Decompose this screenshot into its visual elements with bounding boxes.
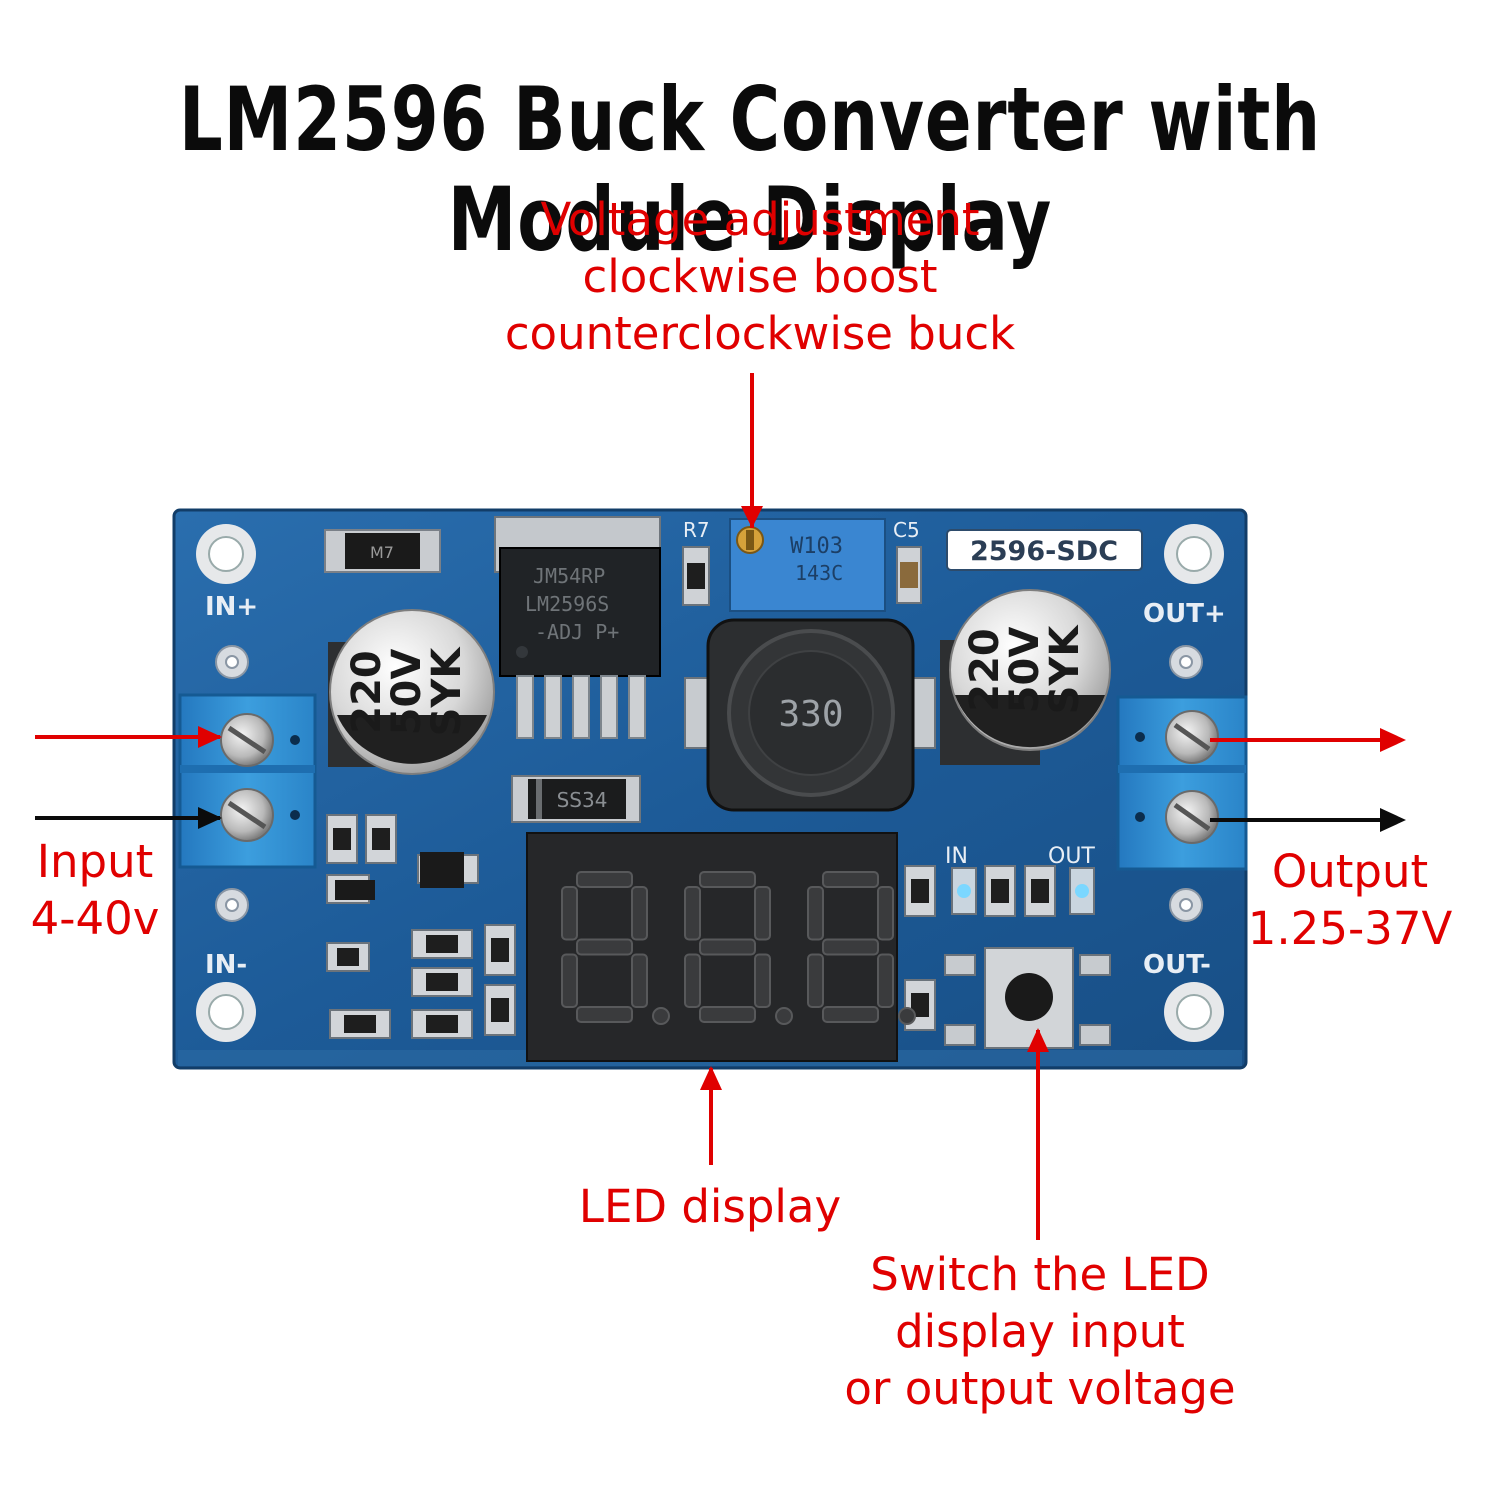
cap-right-line-1: 220 [962, 628, 1008, 712]
model-label-text: 2596-SDC [970, 536, 1118, 567]
switch-label: Switch the LED display input or output v… [820, 1246, 1260, 1417]
pin-out-plus-label: OUT+ [1143, 599, 1226, 629]
capacitor-left: 220 50V SYK [328, 609, 495, 775]
switch-label-line-3: or output voltage [844, 1362, 1236, 1415]
status-leds: IN OUT [945, 844, 1095, 915]
r7-label: R7 [683, 518, 710, 542]
pot-label-1: W103 [790, 534, 843, 559]
digit-1-segment-1 [576, 871, 633, 888]
ic-label-line-2: LM2596S [525, 592, 609, 616]
diode-label: SS34 [557, 788, 608, 812]
digit-3-segment-6 [807, 886, 824, 941]
cap-left-line-3: SYK [424, 646, 470, 737]
inductor-label: 330 [778, 694, 843, 735]
digit-1-segment-7 [576, 938, 633, 956]
digit-3-segment-7 [822, 938, 879, 956]
top-diode: M7 [324, 529, 441, 573]
digit-3-segment-2 [877, 886, 894, 941]
adjust-label: Voltage adjustment clockwise boost count… [460, 191, 1060, 362]
mode-switch-button[interactable] [1005, 973, 1053, 1021]
cap-left-line-1: 220 [344, 650, 390, 734]
c5-label: C5 [893, 518, 920, 542]
input-label-line-1: Input [36, 835, 154, 888]
cap-left-line-2: 50V [384, 649, 430, 736]
digit-1-segment-5 [561, 953, 578, 1008]
pin-in-minus-label: IN- [205, 950, 247, 980]
digit-1-segment-6 [561, 886, 578, 941]
input-terminal [178, 693, 317, 869]
smd-resistor-r7: R7 [682, 518, 710, 606]
pot-label-2: 143C [795, 561, 843, 585]
mounting-hole-bottom-right [1164, 982, 1224, 1042]
digit-3-segment-5 [807, 953, 824, 1008]
digit-3-segment-4 [822, 1006, 879, 1023]
digit-2-segment-4 [699, 1006, 756, 1023]
led-out-label: OUT [1048, 844, 1095, 869]
input-label: Input 4-40v [20, 833, 170, 947]
lm2596-ic: JM54RP LM2596S -ADJ P+ [494, 516, 661, 739]
adjust-label-line-1: Voltage adjustment [540, 193, 980, 246]
digit-1-segment-3 [631, 953, 648, 1008]
top-diode-label: M7 [370, 543, 394, 562]
led-display-digits [561, 871, 916, 1025]
pin-out-minus-label: OUT- [1143, 950, 1211, 980]
mounting-hole-top-right [1164, 524, 1224, 584]
model-label: 2596-SDC [946, 529, 1143, 571]
digit-2-segment-5 [684, 953, 701, 1008]
output-label-line-2: 1.25-37V [1247, 902, 1453, 955]
input-label-line-2: 4-40v [30, 892, 160, 945]
digit-2-segment-3 [754, 953, 771, 1008]
inductor: 330 [684, 618, 936, 812]
digit-2-segment-6 [684, 886, 701, 941]
page-title: LM2596 Buck Converter with Module Displa… [178, 68, 1322, 271]
output-terminal [1116, 695, 1248, 871]
output-label-line-1: Output [1271, 845, 1429, 898]
digit-3-segment-1 [822, 871, 879, 888]
ic-label-line-1: JM54RP [533, 564, 605, 588]
led-display-label: LED display [578, 1180, 842, 1233]
ic-label-line-3: -ADJ P+ [535, 620, 619, 644]
arrows [35, 373, 1406, 1240]
digit-3-segment-3 [877, 953, 894, 1008]
switch-label-line-2: display input [895, 1305, 1185, 1358]
smd-capacitor-c5: C5 [893, 518, 922, 604]
mode-switch[interactable] [944, 947, 1111, 1049]
adjust-label-line-3: counterclockwise buck [504, 307, 1016, 360]
capacitor-right: 220 50V SYK [940, 589, 1111, 765]
mounting-hole-bottom-left [196, 982, 256, 1042]
output-label: Output 1.25-37V [1245, 843, 1455, 957]
digit-2-dot [775, 1007, 793, 1025]
solder-pads [215, 645, 1203, 922]
potentiometer[interactable]: W103 143C [729, 518, 886, 612]
digit-1-segment-2 [631, 886, 648, 941]
diode-ss34: SS34 [511, 775, 641, 823]
digit-1-dot [652, 1007, 670, 1025]
switch-label-line-1: Switch the LED [870, 1248, 1210, 1301]
pin-in-plus-label: IN+ [205, 592, 258, 622]
digit-2-segment-7 [699, 938, 756, 956]
digit-1-segment-4 [576, 1006, 633, 1023]
cap-right-line-3: SYK [1042, 624, 1088, 715]
led-in-label: IN [945, 844, 968, 869]
led-display [526, 832, 916, 1062]
cap-right-line-2: 50V [1002, 627, 1048, 714]
digit-2-segment-2 [754, 886, 771, 941]
adjust-label-line-2: clockwise boost [582, 250, 938, 303]
digit-3-dot [898, 1007, 916, 1025]
mounting-hole-top-left [196, 524, 256, 584]
digit-2-segment-1 [699, 871, 756, 888]
